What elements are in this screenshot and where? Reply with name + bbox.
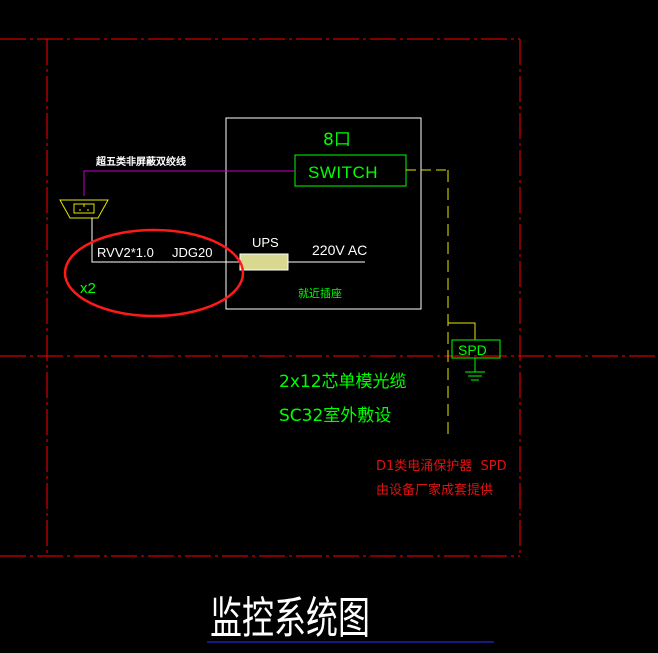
ground-icon [465,358,485,381]
multiplier-label: x2 [80,280,96,297]
ups-label: UPS [252,235,279,250]
highlight-ellipse [63,228,245,318]
spd-label: SPD [458,342,487,358]
spd-note-line2: 由设备厂家成套提供 [376,482,493,498]
spd-box [451,339,501,359]
rvv-label: RVV2*1.0 [97,245,154,260]
camera-icon [59,199,109,219]
cable-label: 超五类非屏蔽双绞线 [95,155,186,168]
fiber-label-line2: SC32室外敷设 [279,406,391,426]
socket-note: 就近插座 [298,286,342,300]
fiber-line [406,169,476,440]
diagram-title: 监控系统图 [210,593,370,644]
ac-label: 220V AC [312,242,367,258]
power-cable [91,218,240,263]
frame-lines [0,38,658,557]
equipment-box [225,117,422,310]
jdg-label: JDG20 [172,245,212,260]
switch-label: SWITCH [308,163,378,182]
spd-note-line1: D1类电涌保护器 SPD [376,459,507,474]
ups-box [239,253,289,271]
fiber-label-line1: 2x12芯单模光缆 [279,372,407,392]
twisted-pair-cable [83,170,295,196]
port-count-label: 8口 [323,130,351,150]
